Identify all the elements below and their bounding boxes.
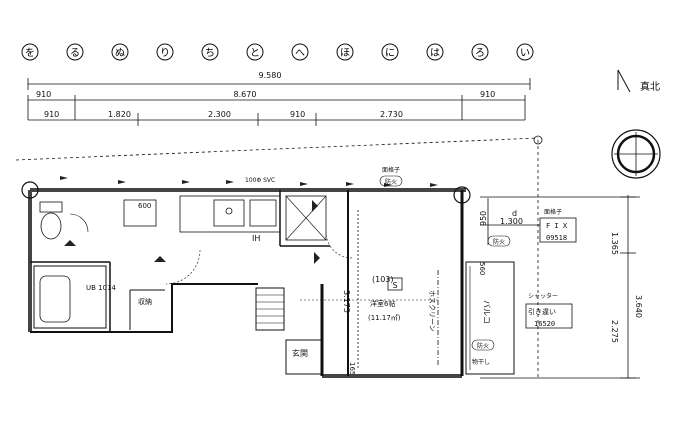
dim-right-1: 1.365 [610, 232, 619, 255]
north-compass: 真北 [611, 69, 661, 179]
dim-right-3: 2.275 [610, 320, 619, 343]
window2-code: 16520 [534, 320, 555, 328]
grid-axis-label: い [520, 48, 530, 59]
dim-inner: 8.670 [234, 90, 257, 99]
vent-label: 100Φ SVC [245, 177, 275, 184]
dim-165: 165 [348, 362, 356, 375]
room-number: (103) [372, 275, 394, 284]
grid-axis-label: を [25, 47, 35, 59]
fire-bottom-label: 防火 [477, 342, 489, 350]
grid-axis-circle [516, 43, 534, 61]
window1-code: 09518 [546, 234, 567, 242]
dim-560: 560 [478, 262, 486, 275]
screen-label: ホスクリーン [428, 290, 436, 332]
balcony-label: バルコ [482, 300, 491, 324]
grid-axis-circle [156, 43, 174, 61]
grid-axis-label: り [160, 47, 170, 59]
grid-axis-label: に [385, 47, 395, 59]
walls [21, 135, 577, 378]
dim-seg-2: 1.820 [108, 110, 131, 119]
grid-axis-label: と [250, 47, 260, 59]
grid-axis-label: ほ [340, 47, 350, 59]
grid-axis-label: ろ [475, 48, 485, 59]
s-mark: S [392, 281, 397, 290]
laundry-label: 物干し [472, 358, 490, 366]
grid-axis-circle [111, 43, 129, 61]
grid-axis-circle [21, 43, 39, 61]
fire-top-label: 防火 [385, 178, 397, 186]
grid-axis-label: る [70, 47, 80, 59]
dimension-lines [15, 78, 640, 380]
stove-label: IH [252, 234, 260, 243]
dim-950: 950 [479, 211, 488, 226]
dim-seg-1: 910 [44, 110, 59, 119]
storage-label: 収納 [138, 297, 152, 306]
bath-label: UB 1014 [86, 284, 117, 292]
room-area: (11.17㎡) [368, 314, 401, 322]
dim-seg-5: 2.730 [380, 110, 403, 119]
dim-right-offset: 910 [480, 90, 495, 99]
dim-3175: 3.175 [342, 290, 351, 313]
grid-axis-circle [426, 43, 444, 61]
room-labels: 100Φ SVC 面格子 防火 IH UB 1014 収納 玄関 (103) S… [86, 166, 568, 366]
dim-total: 9.580 [259, 71, 282, 80]
grid-axis-row: をるぬりちとへほにはろい [21, 43, 534, 61]
grid-axis-circle [246, 43, 264, 61]
grid-axis-circle [291, 43, 309, 61]
dim-right-2: 3.640 [634, 295, 643, 318]
grid-axis-circle [471, 43, 489, 61]
grid-axis-circle [66, 43, 84, 61]
dim-1300: 1.300 [500, 217, 523, 226]
room-name: 洋室6帖 [370, 299, 395, 308]
window2-title: シャッター [528, 292, 558, 300]
grid-axis-circle [381, 43, 399, 61]
window1-fix: F I X [546, 222, 568, 230]
grid-axis-circle [336, 43, 354, 61]
grid-axis-label: ぬ [115, 47, 125, 59]
dim-left-offset: 910 [36, 90, 51, 99]
dim-600: 600 [138, 202, 151, 210]
window2-type: 引き違い [528, 307, 556, 316]
grid-axis-label: ち [205, 47, 215, 59]
entrance-label: 玄関 [292, 348, 308, 358]
fire-mid-label: 防火 [493, 238, 505, 246]
dim-seg-4: 910 [290, 110, 305, 119]
face-lattice-label: 面格子 [382, 166, 400, 174]
dimension-texts: 9.580 8.670 910 910 910 1.820 2.300 910 … [36, 71, 643, 375]
grid-axis-label: へ [295, 48, 305, 59]
north-label: 真北 [640, 80, 660, 93]
window1-title: 面格子 [544, 208, 562, 216]
d-mark: d [512, 209, 517, 218]
grid-axis-label: は [430, 47, 440, 59]
dim-seg-3: 2.300 [208, 110, 231, 119]
grid-axis-circle [201, 43, 219, 61]
